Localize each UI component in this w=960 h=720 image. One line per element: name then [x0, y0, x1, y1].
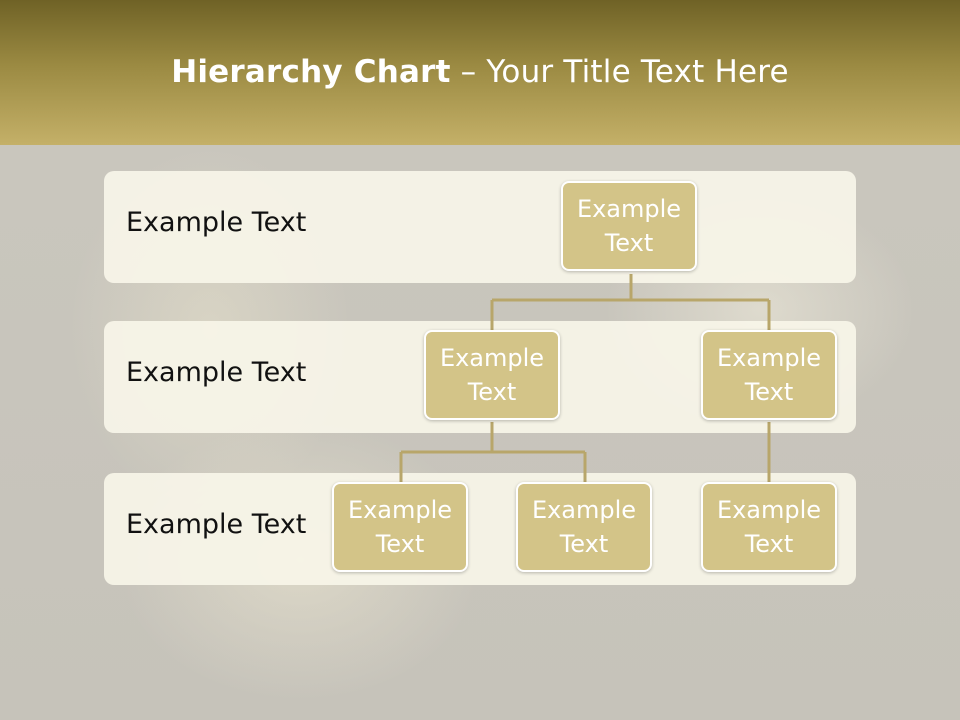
node-level2-left[interactable]: Example Text	[424, 330, 560, 420]
title-rest-part: – Your Title Text Here	[450, 54, 789, 90]
level-label-1: Example Text	[126, 207, 307, 238]
node-level2-right-label: Example Text	[716, 344, 822, 406]
slide-title: Hierarchy Chart – Your Title Text Here	[0, 54, 960, 90]
node-level2-left-label: Example Text	[439, 344, 545, 406]
node-root-label: Example Text	[576, 195, 682, 257]
node-level3-b-label: Example Text	[531, 496, 637, 558]
node-level3-b[interactable]: Example Text	[516, 482, 652, 572]
node-level3-a[interactable]: Example Text	[332, 482, 468, 572]
node-level3-c[interactable]: Example Text	[701, 482, 837, 572]
level-band-1: Example Text	[104, 171, 856, 283]
node-level3-a-label: Example Text	[347, 496, 453, 558]
level-label-2: Example Text	[126, 357, 307, 388]
level-label-3: Example Text	[126, 509, 307, 540]
slide-header: Hierarchy Chart – Your Title Text Here	[0, 0, 960, 145]
title-bold-part: Hierarchy Chart	[171, 54, 451, 90]
node-root[interactable]: Example Text	[561, 181, 697, 271]
node-level3-c-label: Example Text	[716, 496, 822, 558]
node-level2-right[interactable]: Example Text	[701, 330, 837, 420]
